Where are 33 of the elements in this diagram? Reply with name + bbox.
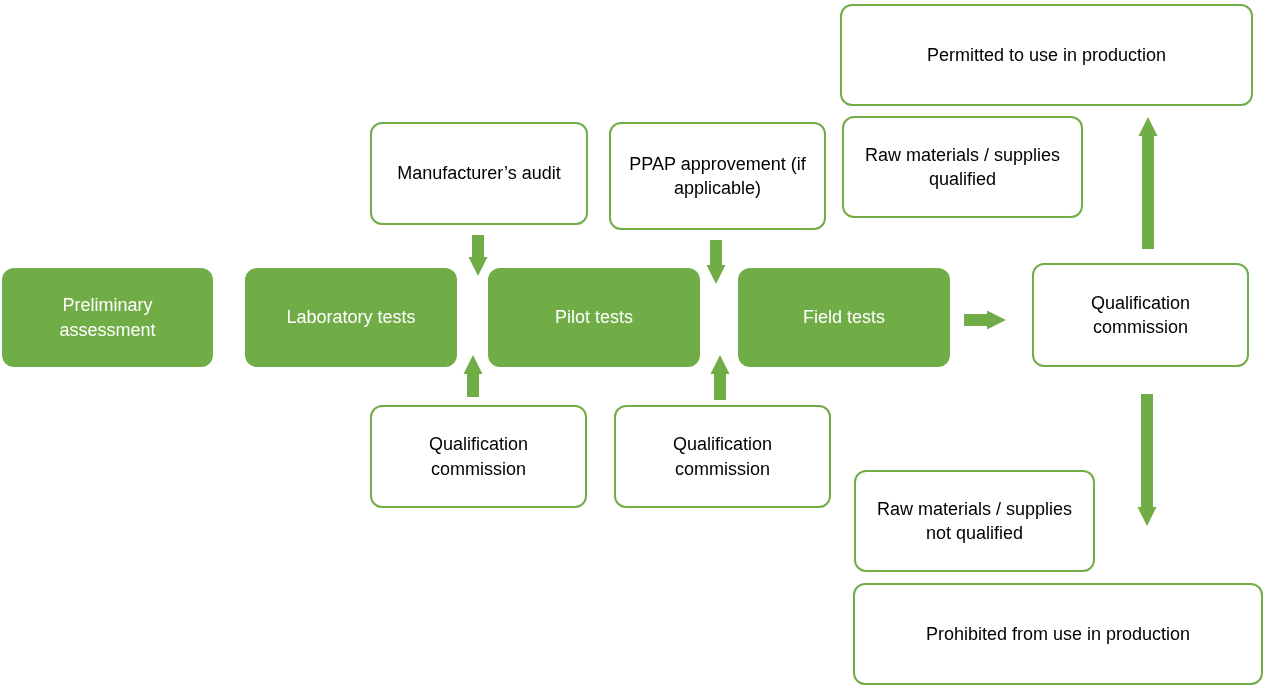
box-label: Field tests — [803, 306, 885, 330]
box-label: Prohibited from use in production — [925, 622, 1191, 646]
box-label: Manufacturer’s audit — [397, 162, 561, 186]
stage-box — [245, 268, 457, 367]
box-label: PPAP approvement (if applicable) — [628, 152, 807, 200]
box-label: Pilot tests — [555, 306, 633, 330]
step-box — [370, 122, 588, 225]
block-arrow — [710, 355, 730, 400]
step-box — [614, 405, 831, 508]
stage-box — [738, 268, 950, 367]
step-box — [842, 116, 1083, 218]
box-label: Raw materials / supplies not qualified — [875, 497, 1074, 545]
step-box — [853, 583, 1263, 685]
box-label: Qualification commission — [671, 433, 774, 481]
step-box — [854, 470, 1095, 572]
box-label: Qualification commission — [427, 433, 530, 481]
step-box — [840, 4, 1253, 106]
block-arrow — [463, 355, 483, 397]
stage-box — [2, 268, 213, 367]
step-box — [1032, 263, 1249, 367]
box-label: Raw materials / supplies qualified — [863, 143, 1062, 191]
step-box — [609, 122, 826, 230]
block-arrow — [1138, 117, 1158, 249]
box-label: Preliminary assessment — [58, 294, 157, 342]
box-label: Laboratory tests — [286, 306, 416, 330]
block-arrow — [468, 235, 488, 276]
box-label: Permitted to use in production — [926, 43, 1167, 67]
box-label: Qualification commission — [1089, 291, 1192, 339]
stage-box — [488, 268, 700, 367]
block-arrow — [706, 240, 726, 284]
step-box — [370, 405, 587, 508]
block-arrow — [964, 310, 1006, 330]
block-arrow — [1137, 394, 1157, 526]
